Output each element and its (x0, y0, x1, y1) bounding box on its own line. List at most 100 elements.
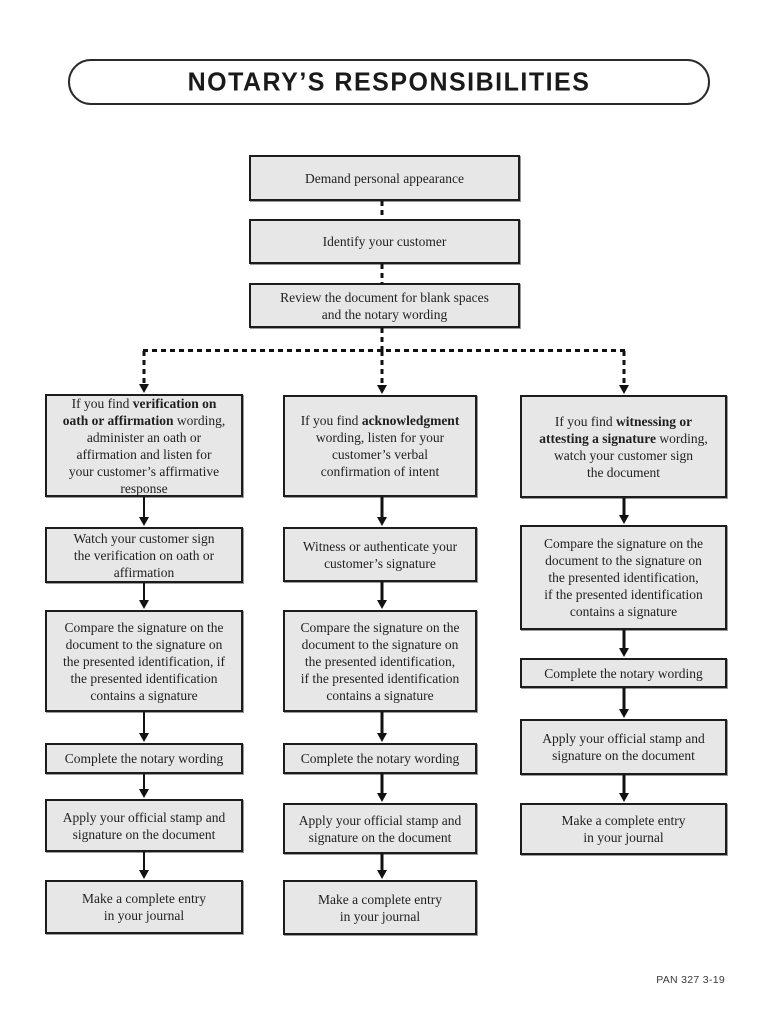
dashed-line (380, 264, 384, 283)
page-title: NOTARY’S RESPONSIBILITIES (187, 66, 591, 97)
dashed-line (380, 201, 384, 219)
arrowhead-icon (619, 515, 629, 524)
box-text-line: Make a complete entry (317, 891, 443, 907)
flow-box-wit-apply-stamp-signature: Apply your official stamp and signature o… (520, 719, 727, 775)
connector-dashed-arrow (376, 351, 388, 394)
flow-box-wit-complete-notary-wording: Complete the notary wording (520, 658, 727, 688)
box-text-line: the presented identification (70, 670, 218, 686)
box-text-line: signature on the document (72, 826, 216, 842)
box-text-line: affirmation (113, 564, 175, 580)
connector-dashed-vertical (376, 328, 388, 351)
arrow-shaft (380, 712, 384, 733)
dashed-line (380, 351, 384, 385)
arrow-shaft (143, 497, 145, 517)
connector-arrow (138, 497, 150, 526)
box-text-line: attesting a signature wording, (539, 430, 708, 446)
box-text-line: Demand personal appearance (305, 170, 464, 186)
arrowhead-icon (139, 870, 149, 879)
arrow-shaft (622, 688, 626, 709)
box-text-line: signature on the document (552, 748, 695, 763)
box-text-line: Apply your official stamp and (542, 731, 705, 746)
box-text-line: the verification on oath or (73, 547, 215, 563)
box-text-line: signature on the document (308, 829, 452, 845)
connector-arrow (618, 688, 630, 718)
arrowhead-icon (139, 600, 149, 609)
arrowhead-icon (377, 793, 387, 802)
box-text-line: Identify your customer (322, 234, 447, 249)
box-text-line: affirmation and listen for (76, 446, 212, 462)
arrow-shaft (143, 583, 145, 600)
flow-box-demand-personal-appearance: Demand personal appearance (249, 155, 520, 201)
title-banner: NOTARY’S RESPONSIBILITIES (68, 59, 710, 105)
box-text-line: contains a signature (569, 604, 678, 619)
connector-arrow (376, 497, 388, 526)
box-text-line: Complete the notary wording (544, 665, 703, 681)
arrowhead-icon (139, 384, 149, 393)
arrowhead-icon (139, 517, 149, 526)
box-text-line: Complete the notary wording (64, 751, 224, 766)
arrowhead-icon (377, 733, 387, 742)
arrow-shaft (143, 774, 145, 789)
box-text-line: Witness or authenticate your (302, 538, 458, 554)
arrowhead-icon (377, 870, 387, 879)
box-text-line: in your journal (339, 908, 421, 924)
arrow-shaft (622, 498, 626, 515)
box-text-line: document to the signature on (545, 553, 702, 568)
arrowhead-icon (139, 789, 149, 798)
connector-arrow (376, 712, 388, 742)
box-text-line: if the presented identification (544, 587, 703, 602)
box-text-line: oath or affirmation wording, (62, 412, 226, 428)
connector-dashed-horizontal (143, 349, 625, 352)
box-text-line: wording, listen for your (315, 430, 445, 445)
box-text-line: document to the signature on (65, 636, 223, 652)
flow-box-ack-complete-notary-wording: Complete the notary wording (283, 743, 477, 774)
arrow-shaft (143, 852, 145, 870)
box-text-line: customer’s verbal (331, 447, 429, 462)
connector-arrow (138, 712, 150, 742)
box-text-line: Apply your official stamp and (298, 812, 462, 828)
arrow-shaft (380, 774, 384, 793)
connector-arrow (376, 582, 388, 609)
connector-arrow (376, 854, 388, 879)
arrow-shaft (622, 775, 626, 793)
box-text-line: in your journal (103, 908, 185, 923)
box-text-line: Make a complete entry (561, 813, 686, 828)
box-text-line: the presented identification, (304, 653, 456, 669)
box-text-line: Compare the signature on the (64, 619, 224, 635)
arrowhead-icon (619, 709, 629, 718)
box-text-line: Compare the signature on the (300, 619, 460, 635)
connector-dashed-vertical (376, 201, 388, 219)
flow-box-oath-complete-notary-wording: Complete the notary wording (45, 743, 243, 774)
connector-arrow (138, 852, 150, 879)
box-text-line: and the notary wording (321, 306, 448, 322)
dashed-line (143, 349, 625, 352)
arrow-shaft (380, 854, 384, 870)
box-text-line: document to the signature on (301, 636, 459, 652)
box-text-line: contains a signature (90, 687, 198, 703)
box-text-line: the presented identification, if (63, 653, 225, 669)
connector-arrow (618, 630, 630, 657)
arrowhead-icon (377, 600, 387, 609)
connector-dashed-vertical (376, 264, 388, 283)
box-text-line: your customer’s affirmative (68, 463, 220, 479)
box-text-line: response (120, 480, 168, 496)
arrowhead-icon (377, 385, 387, 394)
box-text-line: the document (586, 464, 661, 480)
connector-arrow (376, 774, 388, 802)
arrow-shaft (380, 582, 384, 600)
box-text-line: Compare the signature on the (544, 536, 703, 551)
box-text-line: customer’s signature (324, 555, 436, 571)
box-text-line: confirmation of intent (320, 464, 440, 479)
connector-arrow (618, 498, 630, 524)
